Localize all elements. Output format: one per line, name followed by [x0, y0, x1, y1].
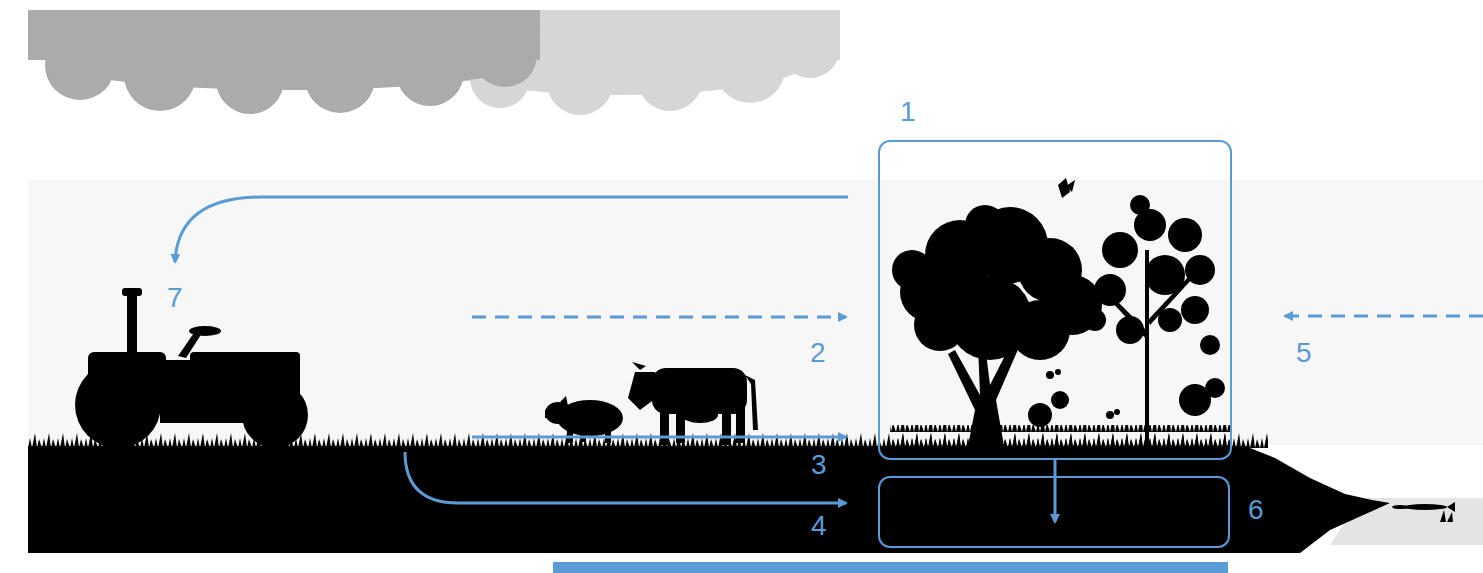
tree-leafy — [1028, 178, 1225, 446]
fish — [1392, 502, 1455, 522]
tall-grass — [890, 425, 1230, 447]
callout-number: 3 — [811, 449, 827, 481]
flow-arrow — [472, 436, 846, 439]
callout-number: 4 — [811, 510, 827, 542]
callout-number: 2 — [810, 337, 826, 369]
cloud-dark — [28, 10, 540, 114]
callout-number: 7 — [167, 282, 183, 314]
flow-arrow — [175, 197, 848, 262]
flow-arrow-dashed — [472, 316, 846, 319]
scale-bar — [553, 562, 1228, 573]
flow-arrow — [405, 452, 846, 503]
flow-arrow-dashed — [1285, 315, 1483, 318]
callout-number: 5 — [1296, 337, 1312, 369]
tractor — [75, 288, 308, 448]
cow — [628, 362, 758, 445]
callout-number: 1 — [900, 96, 916, 128]
sky-band — [28, 180, 1483, 445]
ground — [28, 446, 1390, 553]
tree-large — [892, 205, 1102, 446]
callout-number: 6 — [1248, 494, 1264, 526]
flow-connector — [1054, 460, 1057, 522]
region-box: 1 — [878, 140, 1232, 460]
region-box: 6 — [878, 476, 1230, 548]
